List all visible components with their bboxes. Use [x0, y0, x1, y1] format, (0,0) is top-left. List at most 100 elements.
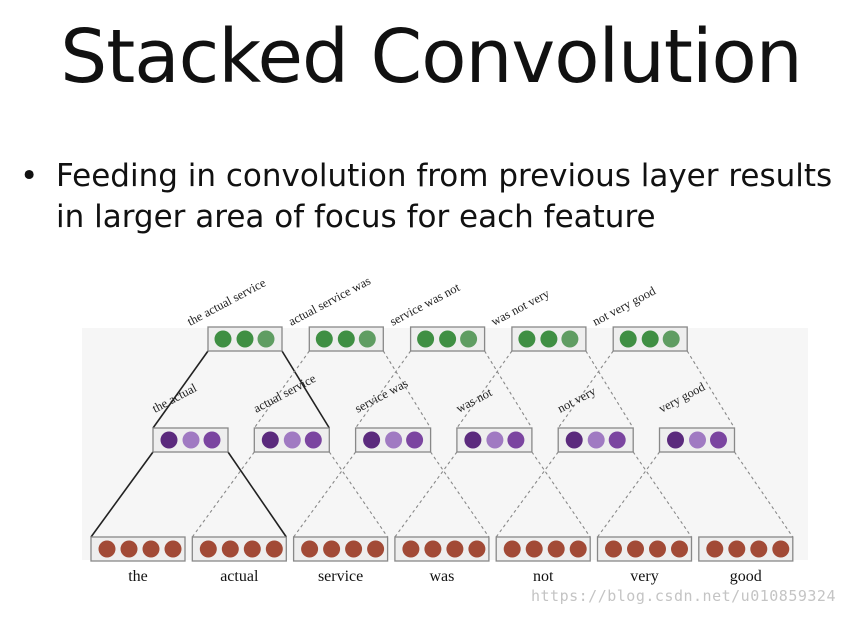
layer1-node [587, 431, 605, 449]
connection-line [557, 350, 614, 429]
layer2-node [236, 330, 254, 348]
layer1-node [182, 431, 200, 449]
layer1-label: service was [352, 376, 410, 416]
connection-line [456, 350, 513, 429]
layer1-node [261, 431, 279, 449]
word-node [569, 540, 587, 558]
layer2-node [662, 330, 680, 348]
word-label: service [318, 568, 363, 585]
layer2-label: was not very [489, 286, 553, 329]
word-node [424, 540, 442, 558]
word-node [301, 540, 319, 558]
connection-line [90, 451, 154, 538]
layer1-node [464, 431, 482, 449]
word-node [345, 540, 363, 558]
word-node [525, 540, 543, 558]
connection-line [531, 451, 591, 538]
word-node [503, 540, 521, 558]
layer2-node [337, 330, 355, 348]
connection-line [328, 451, 389, 538]
layer2-label: actual service was [286, 274, 373, 329]
word-node [605, 540, 622, 558]
layer2-label: service was not [387, 280, 462, 329]
layer2-node [460, 330, 478, 348]
slide-title: Stacked Convolution [60, 14, 802, 100]
connection-line [293, 451, 357, 538]
layer1-node [160, 431, 178, 449]
word-node [750, 540, 768, 558]
layer2-label: not very good [590, 283, 659, 328]
connection-line [597, 451, 660, 538]
word-node [164, 540, 182, 558]
layer1-node [406, 431, 424, 449]
layer1-label: not very [555, 384, 599, 416]
layer2-node [214, 330, 232, 348]
layer1-node [203, 431, 221, 449]
layer2-node [619, 330, 637, 348]
layer2-node [439, 330, 457, 348]
layer1-node [667, 431, 684, 449]
word-label: was [429, 568, 454, 585]
connection-line [632, 451, 692, 538]
connection-line [430, 451, 490, 538]
word-label: not [533, 568, 554, 585]
layer2-node [641, 330, 659, 348]
layer1-node [304, 431, 322, 449]
layer2-label: the actual service [185, 275, 269, 328]
word-node [142, 540, 160, 558]
word-node [265, 540, 283, 558]
word-node [367, 540, 385, 558]
layer2-node [417, 330, 435, 348]
word-label: actual [220, 568, 259, 585]
connection-line [281, 350, 330, 429]
word-node [671, 540, 688, 558]
connection-line [227, 451, 287, 538]
connection-line [355, 350, 412, 429]
layer1-node [608, 431, 626, 449]
word-node [728, 540, 746, 558]
layer1-node [385, 431, 403, 449]
connection-line [394, 451, 458, 538]
word-node [772, 540, 790, 558]
layer2-node [518, 330, 536, 348]
layer1-label: the actual [150, 380, 200, 415]
connection-line [253, 350, 310, 429]
word-label: very [630, 568, 658, 585]
layer1-label: was not [454, 385, 495, 416]
word-node [402, 540, 420, 558]
word-label: good [730, 568, 762, 585]
layer2-node [540, 330, 558, 348]
word-node [120, 540, 138, 558]
word-node [706, 540, 724, 558]
layer1-node [565, 431, 583, 449]
layer2-node [358, 330, 376, 348]
layer1-node [486, 431, 504, 449]
layer1-node [283, 431, 301, 449]
layer1-label: very good [656, 379, 708, 415]
layer1-node [507, 431, 525, 449]
connection-line [191, 451, 255, 538]
connection-line [495, 451, 559, 538]
layer2-node [561, 330, 579, 348]
layer1-node [689, 431, 706, 449]
word-node [323, 540, 341, 558]
word-node [468, 540, 486, 558]
connection-line [152, 350, 209, 429]
word-node [199, 540, 217, 558]
word-node [446, 540, 464, 558]
word-node [243, 540, 261, 558]
layer1-node [363, 431, 381, 449]
word-node [98, 540, 116, 558]
layer2-node [257, 330, 275, 348]
connection-line [734, 451, 794, 538]
word-node [649, 540, 666, 558]
bullet-text: Feeding in convolution from previous lay… [56, 158, 833, 235]
word-label: the [128, 568, 148, 585]
watermark: https://blog.csdn.net/u010859324 [531, 587, 836, 605]
word-node [547, 540, 565, 558]
layer1-node [710, 431, 727, 449]
word-node [221, 540, 239, 558]
layer2-node [315, 330, 333, 348]
bullet-mark: • [20, 158, 39, 194]
